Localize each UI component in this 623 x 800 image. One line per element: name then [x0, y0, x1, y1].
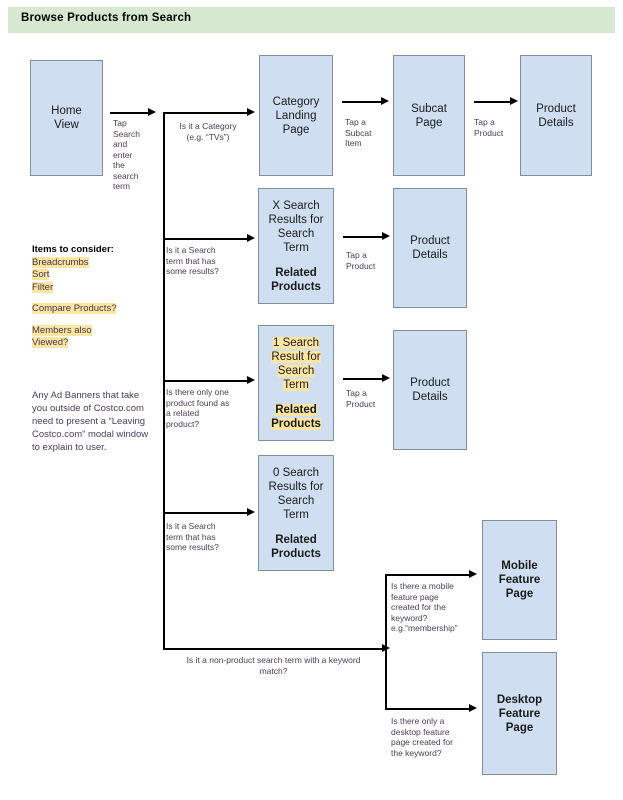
node-spacer [262, 392, 330, 403]
connector-branch-one-search [163, 380, 249, 382]
note-item: Sort [32, 269, 50, 280]
node-line: Search [277, 227, 315, 240]
edge-label-tap-product-2: Tap a Product [346, 250, 376, 271]
node-line: Landing [275, 109, 317, 122]
edge-label-is-category: Is it a Category (e.g. “TVs”) [179, 121, 237, 142]
connector-branch-zero-search [163, 512, 249, 514]
node-line: X Search [272, 199, 320, 212]
connector-subcat-to-product [474, 101, 512, 103]
node-x-search-results[interactable]: X Search Results for Search Term Related… [258, 188, 334, 304]
edge-label-desktop-question: Is there only a desktop feature page cre… [391, 716, 453, 758]
arrowhead [382, 374, 390, 382]
node-line: Term [283, 241, 309, 254]
note-item: Filter [32, 281, 54, 293]
node-category-landing-page[interactable]: Category Landing Page [259, 55, 333, 176]
node-product-details-3[interactable]: Product Details [393, 330, 467, 450]
node-line: Page [505, 588, 534, 600]
edge-label-tap-product-3: Tap a Product [346, 388, 376, 409]
node-line: Page [282, 123, 310, 136]
node-line: 1 Search [272, 336, 320, 349]
node-line: Products [271, 280, 321, 293]
arrowhead [510, 97, 518, 105]
arrowhead [148, 108, 156, 116]
node-line: Details [538, 116, 574, 129]
node-home-view[interactable]: Home View [30, 60, 103, 176]
edge-label-mobile-question: Is there a mobile feature page created f… [391, 581, 458, 633]
node-line: View [54, 119, 79, 131]
note-items-to-consider: Items to consider: Breadcrumbs Sort Filt… [32, 244, 152, 350]
node-spacer [262, 255, 330, 266]
node-line: Home [51, 105, 82, 117]
node-line: Page [505, 721, 534, 734]
edge-label-is-search-some: Is it a Search term that has some result… [166, 245, 219, 276]
arrowhead [247, 108, 255, 116]
edge-label-tap-subcat: Tap a Subcat Item [345, 117, 372, 148]
node-line: 0 Search [272, 466, 320, 479]
node-line: Product [410, 235, 450, 247]
note-item: Breadcrumbs [32, 256, 89, 268]
node-line: Product [536, 102, 576, 115]
connector-branch-category [163, 112, 249, 114]
node-line: Feature [498, 707, 541, 720]
connector-keyword-split [385, 574, 387, 709]
node-line: Related [275, 403, 317, 416]
node-line: Desktop [496, 693, 543, 706]
edge-label-is-search-some-2: Is it a Search term that has some result… [166, 521, 219, 552]
note-item-compare: Compare Products? [32, 303, 117, 314]
note-item-members: Members also [32, 324, 92, 336]
node-line: Products [271, 417, 321, 430]
node-line: Search [277, 364, 315, 377]
node-one-search-result[interactable]: 1 Search Result for Search Term Related … [258, 325, 334, 441]
node-product-details-2[interactable]: Product Details [393, 188, 467, 308]
connector-category-to-subcat [342, 101, 383, 103]
node-line: Page [415, 116, 443, 129]
arrowhead [469, 570, 477, 578]
node-line: Results for [268, 213, 324, 226]
node-line: Products [271, 547, 321, 560]
node-line: Term [283, 508, 309, 521]
node-line: Details [412, 391, 448, 403]
node-line: Product [410, 377, 450, 389]
connector-branch-x-search [163, 238, 249, 240]
edge-label-tap-search: Tap Search and enter the search term [113, 118, 140, 191]
connector-keyword-to-desktop [385, 708, 471, 710]
node-line: Related [275, 533, 317, 546]
node-line: Results for [268, 480, 324, 493]
note-item-members: Viewed? [32, 337, 69, 348]
node-line: Search [277, 494, 315, 507]
node-line: Term [283, 378, 309, 391]
page-title: Browse Products from Search [21, 12, 192, 24]
note-heading: Items to consider: [32, 244, 114, 255]
node-zero-search-results[interactable]: 0 Search Results for Search Term Related… [258, 455, 334, 571]
arrowhead [247, 234, 255, 242]
arrowhead [382, 232, 390, 240]
node-line: Mobile [501, 560, 538, 572]
connector-keyword-to-mobile [385, 574, 471, 576]
edge-label-non-product-keyword: Is it a non-product search term with a k… [186, 655, 361, 676]
node-line: Details [412, 249, 448, 261]
node-mobile-feature-page[interactable]: Mobile Feature Page [482, 520, 557, 640]
diagram-title-bar: Browse Products from Search [8, 7, 615, 33]
edge-label-only-one-product: Is there only one product found as a rel… [166, 387, 230, 429]
node-line: Related [275, 266, 317, 279]
connector-one-search-to-product [343, 378, 384, 380]
node-spacer [262, 522, 330, 533]
node-line: Result for [271, 350, 321, 363]
node-subcat-page[interactable]: Subcat Page [393, 55, 465, 176]
note-ad-banners: Any Ad Banners that take you outside of … [32, 390, 149, 453]
arrowhead [469, 704, 477, 712]
node-line: Feature [498, 574, 541, 586]
node-line: Category [272, 95, 320, 108]
node-line: Subcat [411, 102, 447, 115]
arrowhead [247, 508, 255, 516]
node-product-details-1[interactable]: Product Details [520, 55, 592, 176]
connector-x-search-to-product [343, 236, 384, 238]
connector-home-to-trunk [110, 112, 152, 114]
connector-branch-keyword [163, 648, 384, 650]
arrowhead [381, 97, 389, 105]
node-desktop-feature-page[interactable]: Desktop Feature Page [482, 652, 557, 775]
edge-label-tap-product-1: Tap a Product [474, 117, 504, 138]
arrowhead [247, 376, 255, 384]
